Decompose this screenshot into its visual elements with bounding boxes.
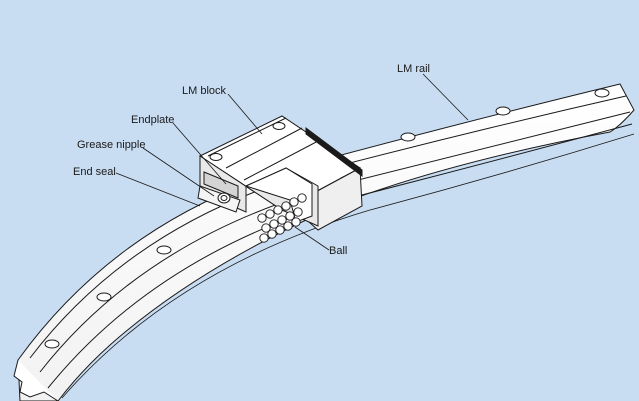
ball <box>265 209 275 219</box>
ball <box>269 219 279 229</box>
endplate <box>203 171 239 199</box>
ball <box>281 201 291 211</box>
ball <box>277 215 287 225</box>
ball <box>257 213 267 223</box>
lm-rail <box>13 83 635 401</box>
leader-end-seal <box>115 172 201 207</box>
lm-rail-end-profile <box>13 359 59 401</box>
ball <box>267 229 277 239</box>
lm-rail-side-line-2 <box>61 133 635 399</box>
ball <box>293 207 303 217</box>
rail-hole <box>594 88 610 98</box>
ball <box>297 193 307 203</box>
label-lm-rail: LM rail <box>397 63 431 75</box>
leader-ball <box>294 226 330 251</box>
ball <box>289 197 299 207</box>
label-grease-nipple: Grease nipple <box>77 139 146 151</box>
leader-lm-block <box>227 93 263 135</box>
rail-hole <box>156 245 172 255</box>
leader-lines <box>115 73 469 251</box>
label-end-seal: End seal <box>73 166 116 178</box>
ball <box>261 223 271 233</box>
lm-block-dark-end <box>305 127 363 177</box>
ball <box>291 217 301 227</box>
rail-hole <box>495 106 511 116</box>
rail-hole <box>96 292 112 302</box>
rail-hole <box>400 132 416 142</box>
ball <box>273 205 283 215</box>
ball <box>259 233 269 243</box>
leader-grease-nipple <box>142 147 215 197</box>
label-lm-block: LM block <box>182 85 227 97</box>
label-ball: Ball <box>329 245 348 257</box>
lm-block <box>197 115 363 231</box>
block-hole <box>272 122 286 130</box>
ball <box>283 221 293 231</box>
ball <box>275 225 285 235</box>
label-endplate: Endplate <box>131 114 175 126</box>
leader-endplate <box>172 122 227 185</box>
ball <box>285 211 295 221</box>
block-hole <box>209 153 223 161</box>
ball-circuit <box>257 193 307 243</box>
leader-lm-rail <box>422 73 469 121</box>
lm-rail-body <box>17 83 635 401</box>
rail-hole <box>44 339 60 349</box>
